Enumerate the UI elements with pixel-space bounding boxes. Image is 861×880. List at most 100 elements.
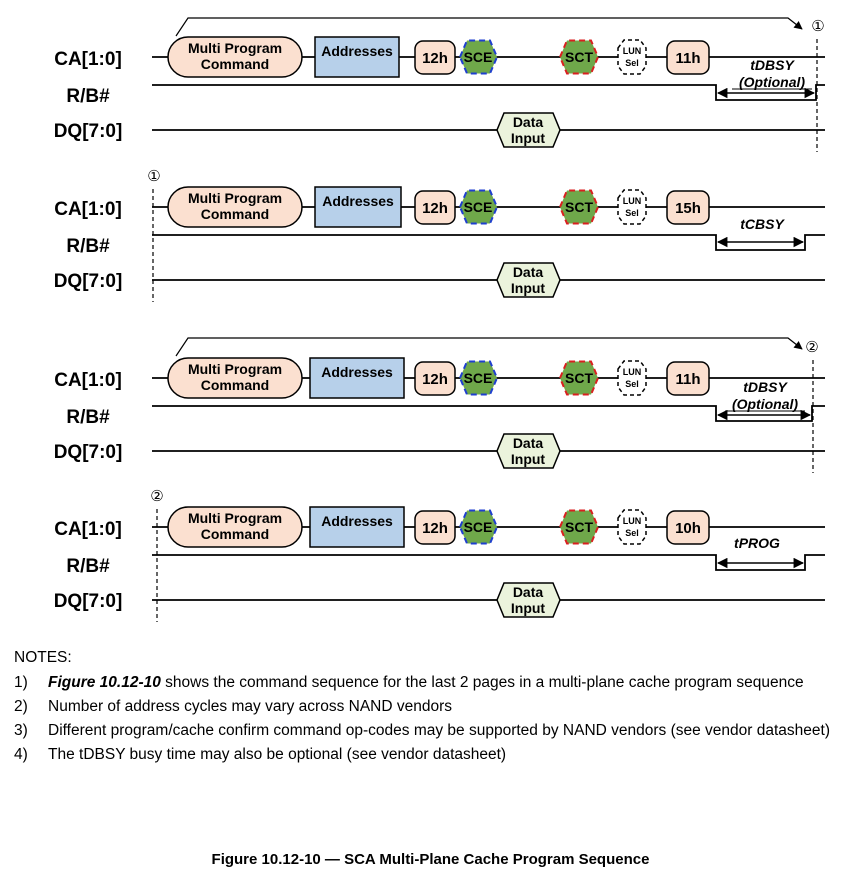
note-item: 1) Figure 10.12-10 shows the command seq… [14, 673, 859, 692]
command-label-line2: Command [201, 377, 269, 393]
continuation-marker: ① [811, 17, 824, 35]
addresses-box [314, 36, 400, 78]
lun-select-shape [617, 39, 647, 75]
data-input-label-line1: Data [513, 584, 544, 600]
signal-label-dq: DQ[7:0] [54, 591, 123, 612]
note-item: 2) Number of address cycles may vary acr… [14, 697, 859, 716]
rb-line [152, 554, 825, 571]
lun-label-line2: Sel [625, 528, 639, 538]
sct-label: SCT [565, 370, 593, 386]
addresses-label: Addresses [321, 513, 393, 529]
signal-label-rb: R/B# [66, 86, 110, 107]
timing-optional-label: (Optional) [739, 74, 805, 90]
continuation-marker: ② [805, 338, 818, 356]
note-number: 4) [14, 746, 28, 763]
timing-label: tDBSY [743, 379, 788, 395]
lun-label-line1: LUN [623, 196, 642, 206]
signal-label-rb: R/B# [66, 236, 110, 257]
signal-label-ca: CA[1:0] [54, 199, 122, 220]
loop-bracket [175, 17, 803, 37]
data-input-shape [496, 112, 561, 148]
opcode-label: 10h [675, 520, 701, 537]
sce-shape [458, 189, 499, 225]
data-input-shape [496, 262, 561, 298]
command-label-line1: Multi Program [188, 361, 282, 377]
notes-section: NOTES: 1) Figure 10.12-10 shows the comm… [14, 648, 859, 769]
sct-shape [558, 360, 600, 396]
opcode-label: 15h [675, 200, 701, 217]
timing-label: tCBSY [740, 216, 785, 232]
command-label-line1: Multi Program [188, 40, 282, 56]
opcode-label: 12h [422, 520, 448, 537]
sce-shape [458, 39, 499, 75]
data-input-label-line1: Data [513, 264, 544, 280]
opcode-box [666, 40, 710, 75]
command-label-line2: Command [201, 526, 269, 542]
opcode-box [414, 190, 456, 225]
sct-shape [558, 39, 600, 75]
data-input-label-line2: Input [511, 130, 546, 146]
lun-select-shape [617, 509, 647, 545]
opcode-label: 11h [675, 371, 700, 388]
command-label-line1: Multi Program [188, 190, 282, 206]
data-input-label-line2: Input [511, 600, 546, 616]
sce-label: SCE [464, 49, 493, 65]
data-input-label-line1: Data [513, 114, 544, 130]
continuation-marker: ② [150, 487, 163, 505]
addresses-box [309, 506, 405, 548]
lun-label-line2: Sel [625, 58, 639, 68]
signal-label-rb: R/B# [66, 407, 110, 428]
notes-header: NOTES: [14, 649, 72, 666]
timing-label: tPROG [734, 535, 780, 551]
sct-shape [558, 509, 600, 545]
sce-shape [458, 509, 499, 545]
opcode-box [414, 361, 456, 396]
note-text: The tDBSY busy time may also be optional… [48, 746, 507, 763]
timing-label: tDBSY [750, 57, 795, 73]
addresses-box [309, 357, 405, 399]
signal-label-ca: CA[1:0] [54, 49, 122, 70]
note-number: 3) [14, 722, 28, 739]
opcode-label: 12h [422, 50, 448, 67]
multi-program-command-box [167, 357, 303, 399]
note-text: Number of address cycles may vary across… [48, 698, 452, 715]
note-item: 4) The tDBSY busy time may also be optio… [14, 745, 859, 764]
lun-select-shape [617, 189, 647, 225]
rb-line [152, 405, 825, 422]
note-item: 3) Different program/cache confirm comma… [14, 721, 859, 740]
addresses-label: Addresses [321, 43, 393, 59]
opcode-box [414, 510, 456, 545]
data-input-label-line2: Input [511, 451, 546, 467]
data-input-label-line1: Data [513, 435, 544, 451]
signal-label-dq: DQ[7:0] [54, 121, 123, 142]
command-label-line2: Command [201, 56, 269, 72]
note-number: 1) [14, 674, 28, 691]
data-input-shape [496, 433, 561, 469]
opcode-label: 12h [422, 371, 448, 388]
loop-bracket [175, 337, 803, 357]
sct-label: SCT [565, 199, 593, 215]
note-text: Different program/cache confirm command … [48, 722, 830, 739]
lun-label-line1: LUN [623, 516, 642, 526]
lun-label-line1: LUN [623, 367, 642, 377]
sce-shape [458, 360, 499, 396]
note-text: Figure 10.12-10 shows the command sequen… [48, 674, 804, 691]
addresses-label: Addresses [322, 193, 394, 209]
note-number: 2) [14, 698, 28, 715]
signal-label-dq: DQ[7:0] [54, 442, 123, 463]
opcode-label: 12h [422, 200, 448, 217]
sce-label: SCE [464, 370, 493, 386]
multi-program-command-box [167, 186, 303, 228]
opcode-box [666, 510, 710, 545]
opcode-box [666, 361, 710, 396]
sce-label: SCE [464, 199, 493, 215]
sct-label: SCT [565, 519, 593, 535]
data-input-shape [496, 582, 561, 618]
lun-label-line2: Sel [625, 208, 639, 218]
sct-shape [558, 189, 600, 225]
note-figure-ref: Figure 10.12-10 [48, 674, 161, 691]
sce-label: SCE [464, 519, 493, 535]
